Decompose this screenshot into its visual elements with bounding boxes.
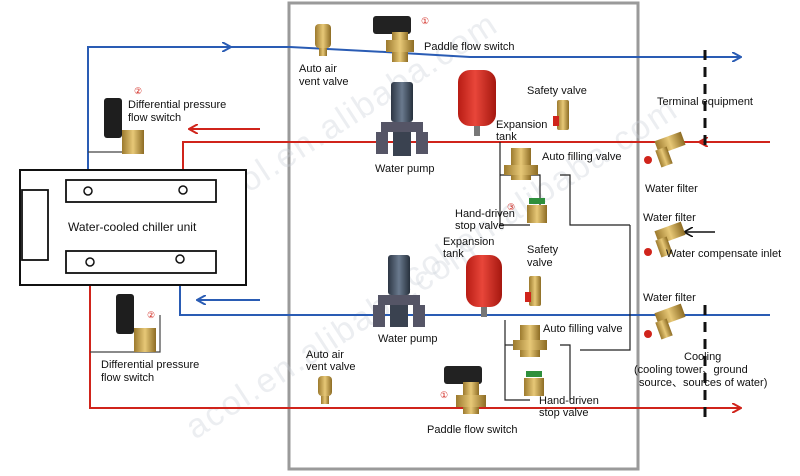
water-pump-bottom-label: Water pump xyxy=(378,333,438,345)
diff-pressure-switch-bottom-icon xyxy=(116,294,156,352)
paddle-flow-switch-bottom-label: Paddle flow switch xyxy=(427,424,518,436)
auto-air-vent-top-label-1: Auto air xyxy=(299,63,337,75)
pipe-red-lower xyxy=(89,262,740,408)
hand-stop-valve-top-label-2: stop valve xyxy=(455,220,505,232)
water-pump-bottom-icon xyxy=(373,255,425,327)
water-filter-3-label: Water filter xyxy=(643,292,696,304)
auto-filling-valve-top-label: Auto filling valve xyxy=(542,151,622,163)
safety-valve-top-label: Safety valve xyxy=(527,85,587,97)
pipe-blue-top-right xyxy=(230,46,740,57)
hand-stop-valve-bottom-icon xyxy=(524,371,544,396)
safety-valve-top-icon xyxy=(553,100,569,130)
auto-air-vent-bottom-label-1: Auto air xyxy=(306,349,344,361)
marker-3: ③ xyxy=(507,202,515,212)
cooling-label-3: source、sources of water) xyxy=(639,377,767,389)
water-filter-2-label: Water filter xyxy=(643,212,696,224)
water-filter-1-label: Water filter xyxy=(645,183,698,195)
water-compensate-label: Water compensate inlet xyxy=(666,248,781,260)
auto-filling-valve-bottom-icon xyxy=(513,325,547,357)
hand-stop-valve-bottom-label-1: Hand-driven xyxy=(539,395,599,407)
water-filter-1-icon xyxy=(644,131,686,168)
marker-2-top: ② xyxy=(134,86,142,96)
water-filter-2-icon xyxy=(644,221,686,258)
water-pump-top-label: Water pump xyxy=(375,163,435,175)
expansion-tank-bottom-icon xyxy=(466,255,502,317)
auto-air-vent-top-label-2: vent valve xyxy=(299,76,349,88)
diff-pressure-switch-bottom-label-2: flow switch xyxy=(101,372,154,384)
marker-2-bottom: ② xyxy=(147,310,155,320)
pipe-blue-top xyxy=(87,47,230,190)
pipe-grey-bottom xyxy=(90,315,161,353)
safety-valve-bottom-icon xyxy=(525,276,541,306)
auto-filling-valve-bottom-label: Auto filling valve xyxy=(543,323,623,335)
auto-air-vent-top-icon xyxy=(315,24,331,56)
expansion-tank-top-label-2: tank xyxy=(496,131,517,143)
diff-pressure-switch-bottom-label-1: Differential pressure xyxy=(101,359,199,371)
terminal-equipment-label: Terminal equipment xyxy=(657,96,753,108)
auto-filling-valve-top-icon xyxy=(504,148,538,180)
diff-pressure-switch-top-label-1: Differential pressure xyxy=(128,99,226,111)
water-pump-top-icon xyxy=(376,82,428,156)
marker-1-bottom: ① xyxy=(440,390,448,400)
safety-valve-bottom-label-1: Safety xyxy=(527,244,559,256)
hand-stop-valve-top-label-1: Hand-driven xyxy=(455,208,515,220)
diff-pressure-switch-top-icon xyxy=(104,98,144,154)
safety-valve-bottom-label-2: valve xyxy=(527,257,553,269)
hand-stop-valve-bottom-label-2: stop valve xyxy=(539,407,589,419)
expansion-tank-bottom-label-2: tank xyxy=(443,248,464,260)
paddle-flow-switch-top-icon xyxy=(373,16,414,62)
equipment-frame xyxy=(287,1,640,471)
expansion-tank-bottom-label-1: Expansion xyxy=(443,236,494,248)
paddle-flow-switch-bottom-icon xyxy=(444,366,486,414)
cooling-label-2: (cooling tower、ground xyxy=(634,364,748,376)
cooling-label-1: Cooling xyxy=(684,351,721,363)
marker-1-top: ① xyxy=(421,16,429,26)
chiller-unit-label: Water-cooled chiller unit xyxy=(68,220,197,234)
expansion-tank-top-label-1: Expansion xyxy=(496,119,547,131)
hand-stop-valve-top-icon xyxy=(527,198,547,223)
expansion-tank-top-icon xyxy=(458,70,496,136)
water-filter-3-icon xyxy=(644,303,686,340)
chiller-unit: Water-cooled chiller unit xyxy=(19,169,247,286)
paddle-flow-switch-top-label: Paddle flow switch xyxy=(424,41,515,53)
diff-pressure-switch-top-label-2: flow switch xyxy=(128,112,181,124)
auto-air-vent-bottom-label-2: vent valve xyxy=(306,361,356,373)
auto-air-vent-bottom-icon xyxy=(318,376,332,404)
